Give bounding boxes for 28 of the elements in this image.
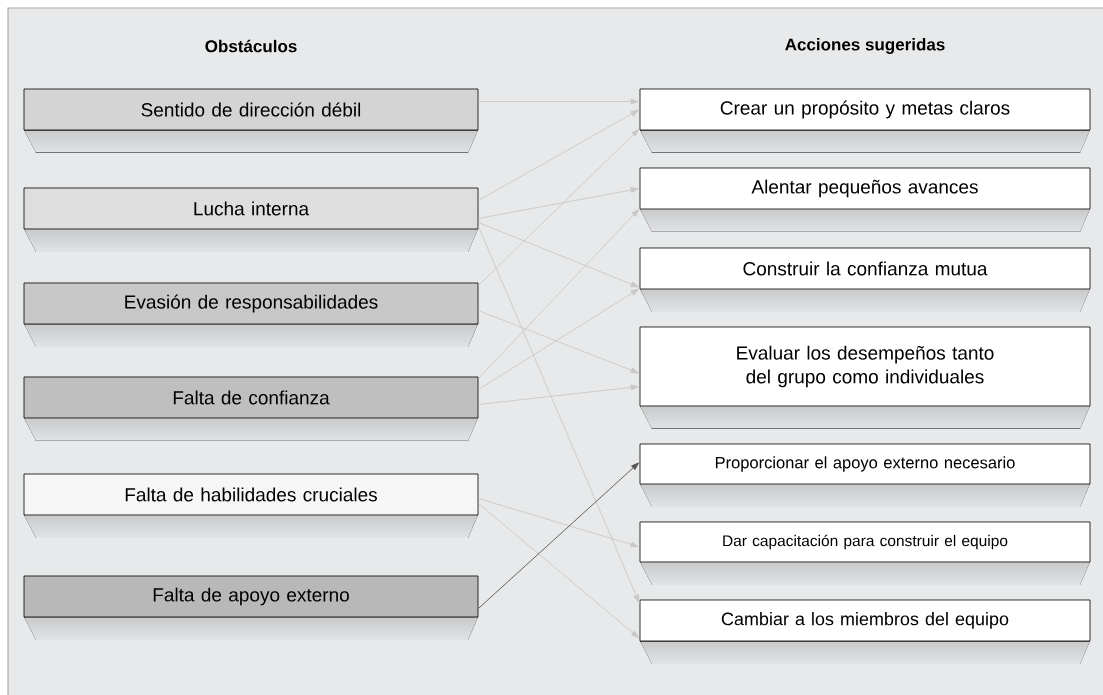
action-box: Cambiar a los miembros del equipo bbox=[639, 599, 1091, 664]
action-box: Proporcionar el apoyo externo necesario bbox=[639, 443, 1091, 507]
obstacle-box: Evasión de responsabilidades bbox=[23, 282, 479, 347]
arrow bbox=[477, 310, 639, 374]
action-box: Crear un propósito y metas claros bbox=[639, 88, 1091, 153]
action-box: Construir la confianza mutua bbox=[639, 247, 1091, 312]
obstacle-box: Falta de apoyo externo bbox=[23, 575, 479, 640]
arrow bbox=[477, 109, 639, 201]
arrow bbox=[477, 226, 640, 603]
obstacle-box: Lucha interna bbox=[23, 187, 479, 252]
obstacle-box: Sentido de dirección débil bbox=[23, 88, 479, 153]
arrow bbox=[477, 288, 639, 390]
arrow bbox=[477, 462, 639, 609]
action-box: Alentar pequeños avances bbox=[639, 167, 1091, 232]
arrow bbox=[477, 187, 639, 219]
arrow bbox=[477, 222, 639, 288]
action-box: Evaluar los desempeños tanto del grupo como individuales bbox=[639, 326, 1091, 429]
column-heading: Obstáculos bbox=[205, 39, 297, 53]
arrow bbox=[477, 498, 639, 548]
action-box: Dar capacitación para construir el equipo bbox=[639, 521, 1091, 585]
column-heading: Acciones sugeridas bbox=[785, 38, 945, 54]
arrow bbox=[477, 98, 639, 105]
arrow bbox=[477, 129, 640, 286]
arrow bbox=[477, 384, 639, 405]
obstacle-box: Falta de habilidades cruciales bbox=[23, 473, 479, 538]
arrow bbox=[477, 503, 639, 639]
obstacle-box: Falta de confianza bbox=[23, 376, 479, 441]
arrow bbox=[477, 209, 640, 379]
